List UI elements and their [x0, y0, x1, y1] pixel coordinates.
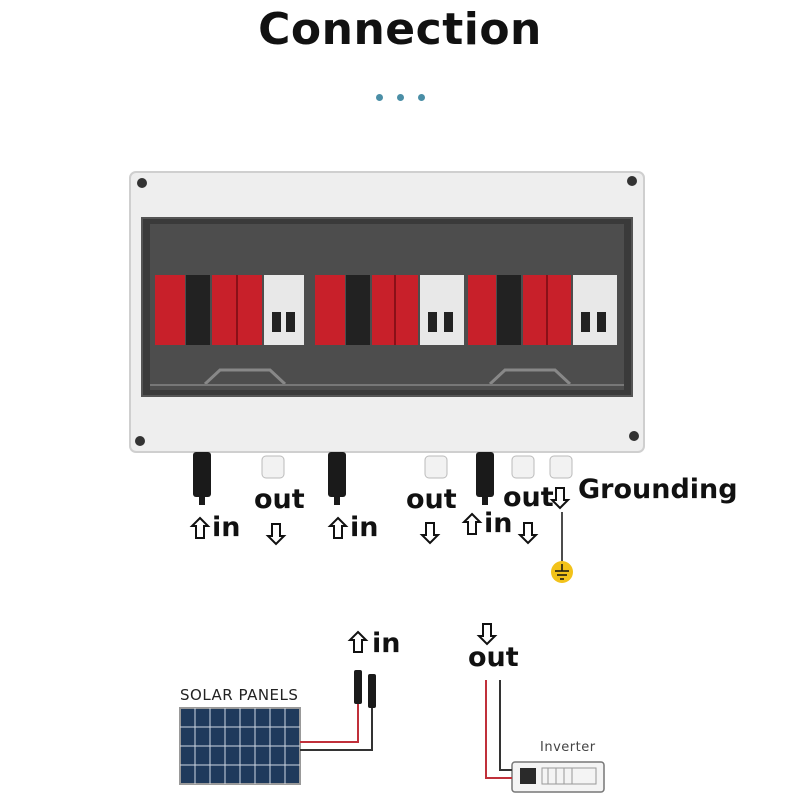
arrow-up-icon	[347, 630, 369, 653]
out-label-4: out	[468, 642, 519, 673]
in-label-1: in	[212, 512, 241, 543]
arrow-up-icon	[461, 512, 483, 535]
inverter-label: Inverter	[540, 740, 596, 755]
in-label-4: in	[372, 628, 401, 659]
in-label-2: in	[350, 512, 379, 543]
breaker-group-2	[315, 275, 464, 345]
breaker-group-3	[468, 275, 617, 345]
mc4-connector-2	[328, 452, 346, 505]
cable-gland-3	[511, 455, 535, 479]
breaker-group-1	[155, 275, 304, 345]
solar-panels-label: SOLAR PANELS	[180, 686, 299, 704]
arrow-up-icon	[327, 516, 349, 539]
out-label-3: out	[503, 482, 554, 513]
in-label-3: in	[484, 508, 513, 539]
arrow-down-icon	[419, 522, 441, 545]
arrow-down-icon	[265, 523, 287, 546]
mc4-connector-pair	[354, 670, 376, 708]
arrow-up-icon	[189, 516, 211, 539]
arrow-down-icon	[549, 487, 571, 510]
solar-panel	[179, 707, 301, 785]
arrow-down-icon	[517, 522, 539, 545]
out-label-1: out	[254, 484, 305, 515]
decorative-dots	[0, 86, 800, 105]
inverter	[511, 761, 605, 793]
grounding-label: Grounding	[578, 474, 738, 505]
arrow-down-icon	[476, 623, 498, 646]
mc4-connector-1	[193, 452, 211, 505]
mc4-connector-3	[476, 452, 494, 505]
page-title: Connection	[258, 4, 542, 55]
out-label-2: out	[406, 484, 457, 515]
cable-gland-4	[549, 455, 573, 479]
ground-icon	[551, 561, 573, 583]
cable-gland-1	[261, 455, 285, 479]
cable-gland-2	[424, 455, 448, 479]
